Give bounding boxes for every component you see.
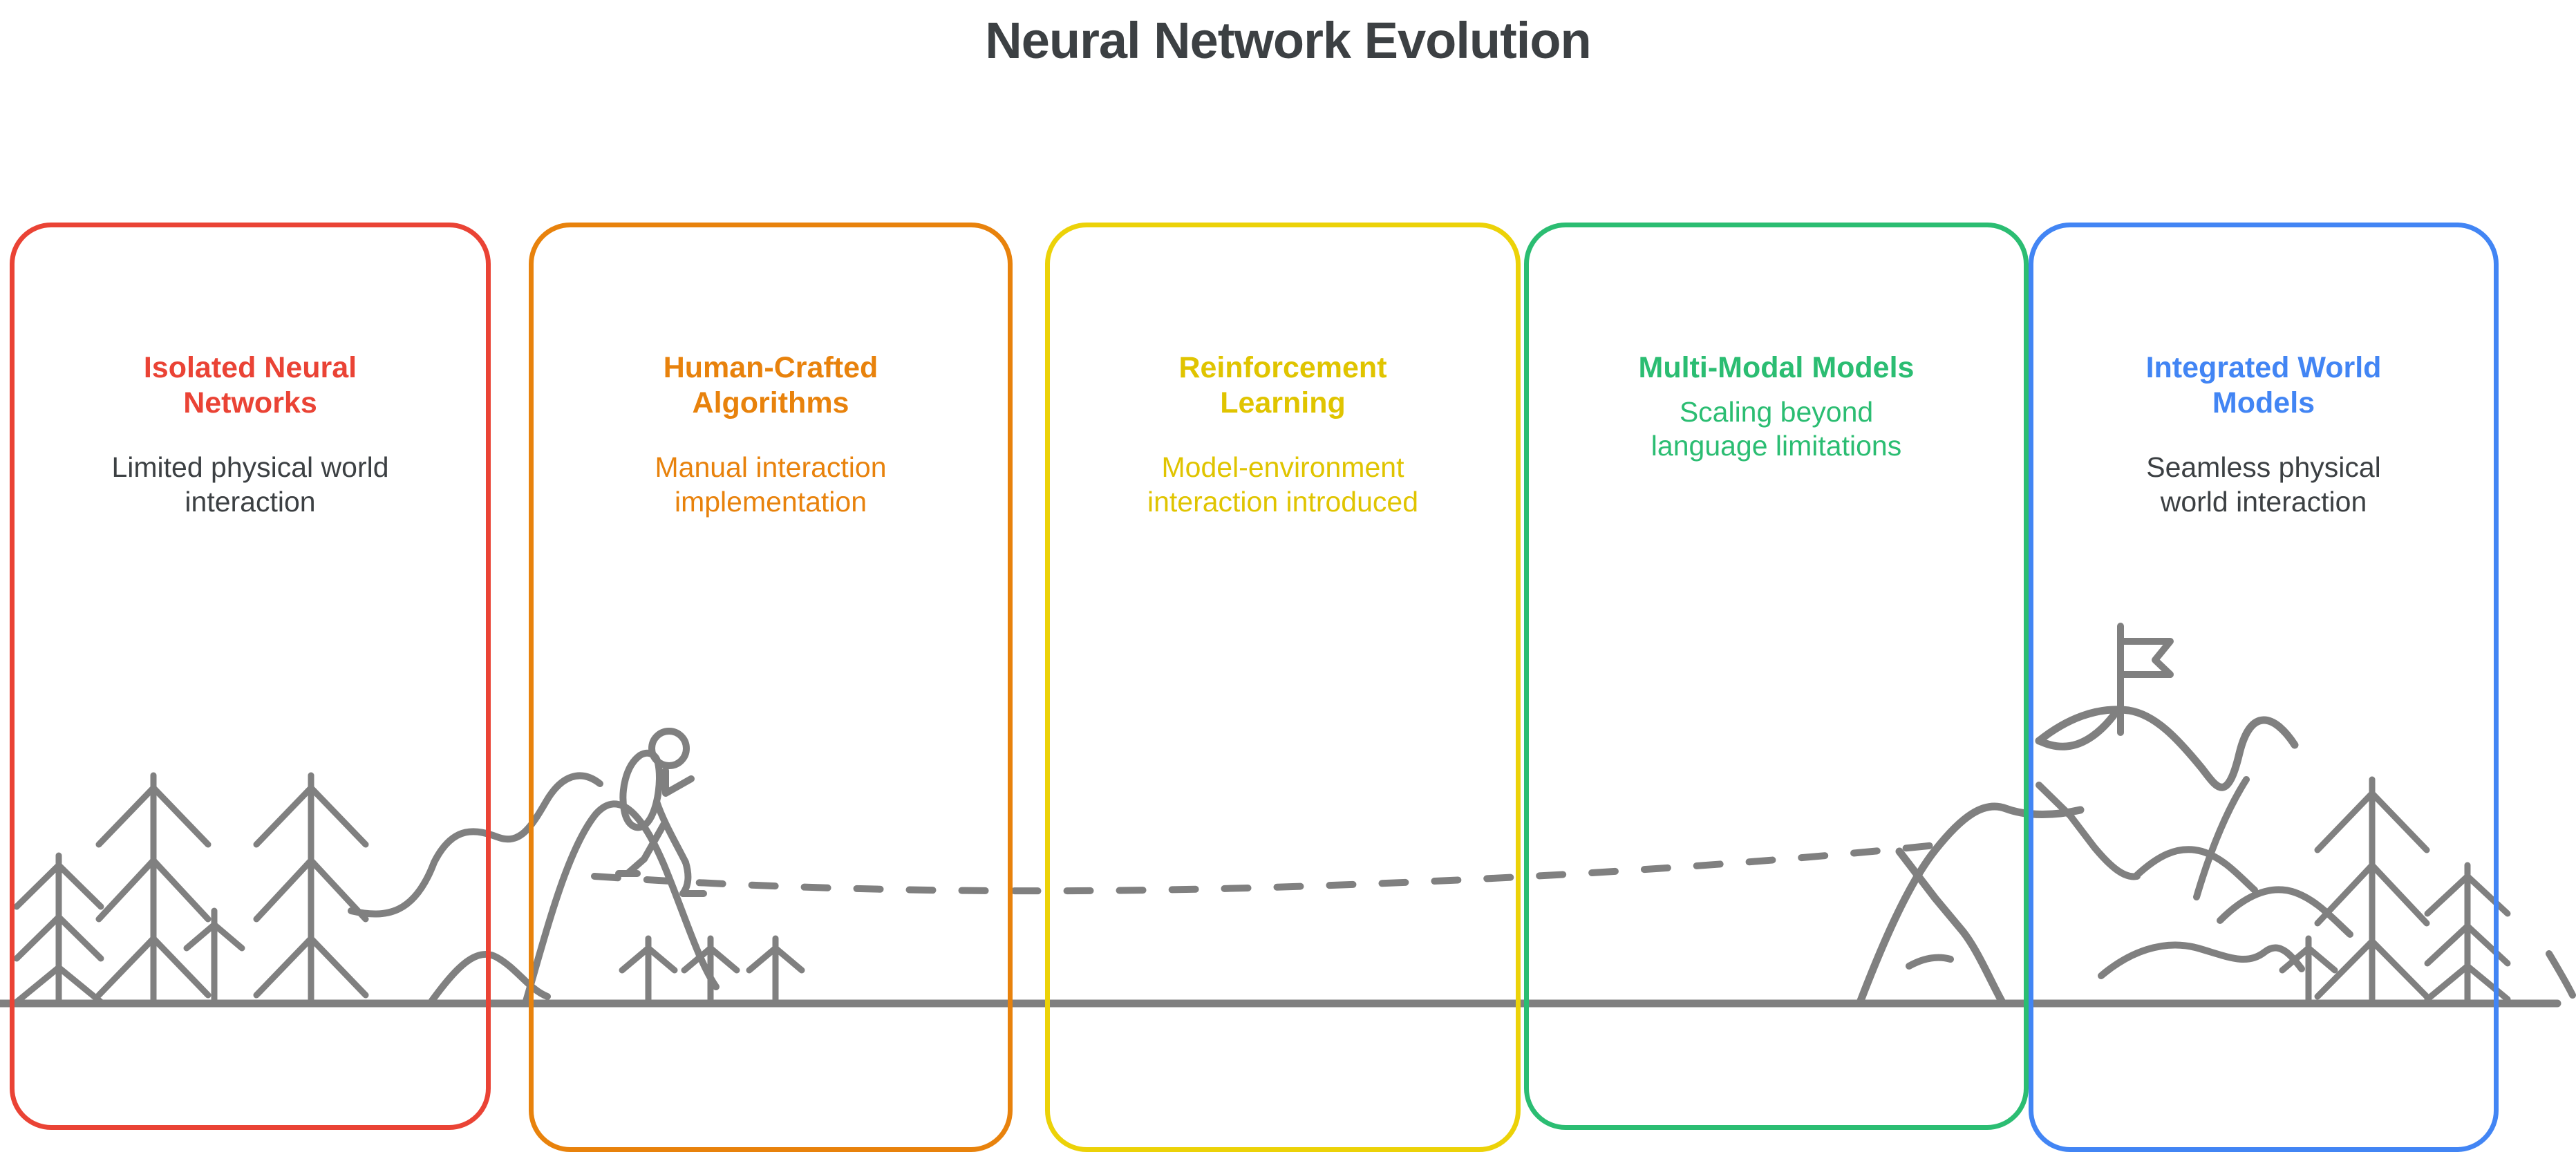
sapling [746, 935, 805, 1005]
pine-tree-small [2424, 862, 2511, 1003]
mountain-peak-main [1856, 802, 2085, 1005]
stage-subtitle: Scaling beyond language limitations [1651, 395, 1902, 462]
sapling [619, 935, 678, 1005]
sapling [183, 907, 245, 1005]
mountain-ridge-small [1906, 954, 1954, 970]
stage-card-integrated-world-models[interactable]: Integrated World Models Seamless physica… [2029, 223, 2499, 1152]
stage-subtitle: Limited physical world interaction [111, 451, 389, 518]
stage-card-multi-modal-models[interactable]: Multi-Modal Models Scaling beyond langua… [1524, 223, 2029, 1130]
mountain-valley [2036, 782, 2141, 880]
distant-hill [2546, 950, 2576, 999]
stage-subtitle: Seamless physical world interaction [2146, 451, 2381, 518]
mountain-lower-ridge [2132, 846, 2258, 894]
mountain-slope-left [2035, 708, 2121, 750]
stage-card-human-crafted-algorithms[interactable]: Human-Crafted Algorithms Manual interact… [529, 223, 1013, 1152]
stage-subtitle: Model-environment interaction introduced [1147, 451, 1419, 518]
page-title: Neural Network Evolution [985, 12, 1591, 69]
stage-title: Isolated Neural Networks [143, 351, 357, 419]
stage-card-isolated-neural-networks[interactable]: Isolated Neural Networks Limited physica… [10, 223, 491, 1130]
sapling [681, 935, 740, 1005]
pine-tree-small [13, 852, 104, 1005]
stage-title: Reinforcement Learning [1178, 351, 1387, 419]
rolling-hill [348, 772, 603, 918]
hiker-figure [615, 728, 707, 897]
mountain-foot-ridge [2217, 886, 2353, 938]
mountain-base-ridge [2098, 941, 2305, 979]
pine-tree-tall [2314, 776, 2430, 1003]
pine-tree-tall [253, 772, 369, 1003]
stage-title: Integrated World Models [2145, 351, 2382, 419]
stage-card-reinforcement-learning[interactable]: Reinforcement Learning Model-environment… [1045, 223, 1521, 1152]
summit-flag [2117, 623, 2174, 736]
mountain-summit [2035, 706, 2299, 791]
stage-title: Multi-Modal Models [1638, 351, 1915, 384]
pine-tree-tall [95, 772, 211, 1003]
mountain-inner-ridge [2193, 776, 2250, 900]
dashed-trail-path [591, 841, 1946, 895]
stage-subtitle: Manual interaction implementation [655, 451, 887, 518]
stage-title: Human-Crafted Algorithms [663, 351, 878, 419]
mountain-ridge-descend [1895, 847, 2007, 1008]
sapling [2279, 935, 2338, 1005]
